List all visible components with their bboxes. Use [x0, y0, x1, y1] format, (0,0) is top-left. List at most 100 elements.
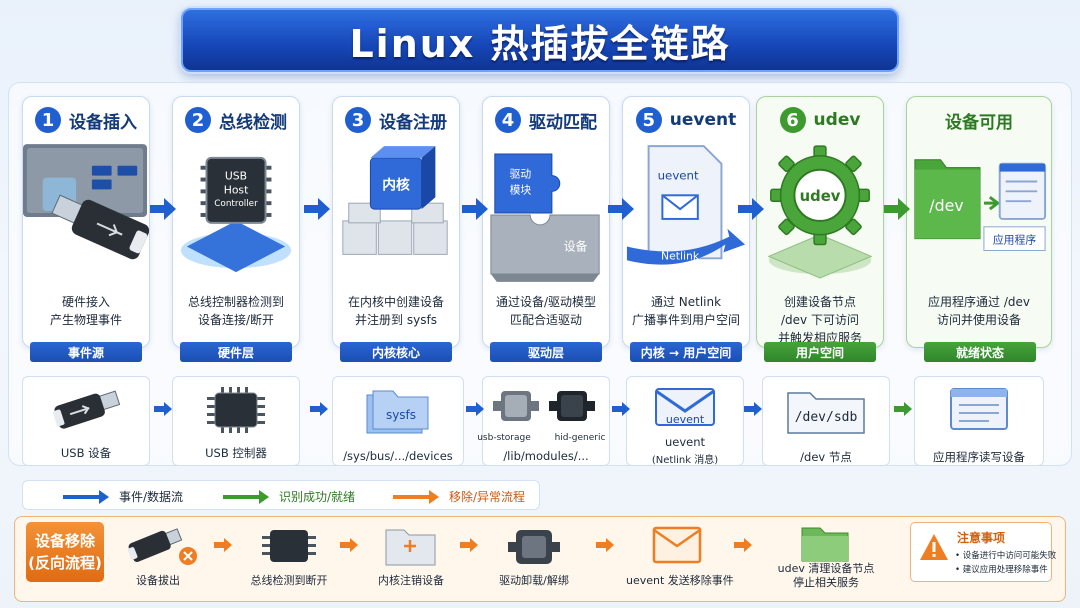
component-label: 应用程序读写设备	[933, 450, 1025, 464]
stage-tag-driver: 驱动层	[490, 342, 602, 362]
component-uevent: uevent uevent (Netlink 消息)	[626, 376, 744, 466]
legend-item-success: 识别成功/就绪	[223, 488, 355, 505]
chip-icon	[262, 530, 316, 562]
removal-step-label: 驱动卸载/解绑	[499, 574, 569, 587]
chip-label-line-1: USB	[225, 170, 247, 183]
legend-item-flow: 事件/数据流	[63, 488, 183, 505]
stage-title: uevent	[669, 110, 737, 130]
step-number: 3	[345, 107, 371, 133]
document-label: uevent	[658, 169, 699, 183]
title-banner: Linux 热插拔全链路	[181, 8, 899, 72]
step-number: 5	[635, 107, 662, 133]
component-label: USB 设备	[60, 446, 112, 460]
stage-tag-user-space: 用户空间	[764, 342, 876, 362]
component-usb-controller: USB 控制器	[172, 376, 300, 466]
removal-step-label: udev 清理设备节点停止相关服务	[777, 562, 875, 589]
removal-step-label: uevent 发送移除事件	[626, 574, 734, 587]
usb-plug-illustration	[23, 144, 149, 260]
stage-description: 硬件接入产生物理事件	[49, 295, 122, 327]
usb-stick-icon	[52, 390, 121, 429]
notice-list: • 设备进行中访问可能失败 • 建议应用处理移除事件	[955, 551, 1057, 575]
flow-arrow-icon	[304, 198, 330, 220]
envelope-icon: uevent	[655, 388, 715, 426]
module-name: hid-generic	[554, 433, 606, 443]
page-title: Linux 热插拔全链路	[349, 21, 731, 66]
orange-arrow-icon	[734, 538, 752, 552]
flow-arrow-icon	[310, 402, 328, 416]
puzzle-match-illustration: 设备 驱动 模块	[490, 153, 600, 282]
app-label: 应用程序	[993, 233, 1036, 247]
module-name: usb-storage	[477, 433, 531, 443]
stage-description: 总线控制器检测到设备连接/断开	[187, 295, 284, 327]
gear-label: udev	[800, 188, 841, 205]
component-app-io: 应用程序读写设备	[914, 376, 1044, 466]
chip-label-line-3: Controller	[214, 199, 258, 209]
stage-udev: 6 udev udev 创建设备节点/dev 下可访问并触发相应服务	[756, 96, 884, 348]
component-label: /lib/modules/...	[503, 449, 589, 463]
stage-title: udev	[813, 110, 861, 130]
step-number: 4	[495, 107, 521, 133]
stage-tag-ready: 就绪状态	[924, 342, 1036, 362]
orange-arrow-icon	[393, 489, 439, 504]
legend: 事件/数据流 识别成功/就绪 移除/异常流程	[22, 480, 540, 510]
envelope-icon	[652, 526, 702, 564]
notice-box: 注意事项 • 设备进行中访问可能失败 • 建议应用处理移除事件	[910, 522, 1056, 582]
app-window-icon	[950, 388, 1008, 430]
stage-title: 设备插入	[69, 112, 137, 133]
stage-title: 设备可用	[945, 112, 1013, 133]
chip-label-line-2: Host	[224, 183, 249, 196]
component-dev-node: /dev/sdb /dev 节点	[762, 376, 890, 466]
envelope-label: uevent	[666, 413, 705, 426]
flow-arrow-icon	[744, 402, 762, 416]
step-number: 6	[779, 107, 806, 133]
stage-description: 通过设备/驱动模型匹配合适驱动	[495, 295, 597, 327]
stage-device-register: 3 设备注册 内核 在内核中创建设备并注册到 sysfs	[332, 96, 460, 348]
udev-gear-illustration: udev	[767, 145, 873, 279]
puzzle-driver-label-2: 模块	[510, 183, 532, 196]
flow-arrow-icon	[608, 198, 634, 220]
flow-arrow-icon	[154, 402, 172, 416]
flow-arrow-icon	[894, 402, 912, 416]
stage-title: 驱动匹配	[529, 112, 597, 133]
removal-step-label: 内核注销设备	[378, 574, 444, 587]
removal-step-label: 总线检测到断开	[250, 574, 328, 587]
cube-label: 内核	[382, 176, 410, 193]
green-arrow-icon	[223, 489, 269, 504]
flow-arrow-icon	[884, 198, 910, 220]
component-sublabel: (Netlink 消息)	[651, 455, 719, 466]
usb-unplug-icon	[127, 528, 197, 565]
flow-arrow-icon	[612, 402, 630, 416]
folder-icon	[801, 527, 849, 562]
stage-title: 总线检测	[219, 112, 287, 133]
orange-arrow-icon	[596, 538, 614, 552]
puzzle-device-label: 设备	[564, 239, 588, 253]
stage-device-insert: 1 设备插入 硬件接入产生物理事件	[22, 96, 150, 348]
notice-title: 注意事项	[957, 531, 1006, 545]
dev-folder-label: /dev	[929, 196, 963, 215]
orange-arrow-icon	[340, 538, 358, 552]
stage-tag-kernel-to-user: 内核 → 用户空间	[630, 342, 742, 362]
component-sysfs: sysfs /sys/bus/.../devices	[332, 376, 464, 466]
legend-item-removal: 移除/异常流程	[393, 488, 525, 505]
stage-tag-hardware: 硬件层	[180, 342, 292, 362]
stage-tag-event-source: 事件源	[30, 342, 142, 362]
component-label: USB 控制器	[205, 446, 267, 460]
flow-arrow-icon	[738, 198, 764, 220]
uevent-envelope-illustration: uevent Netlink	[626, 145, 746, 265]
stage-bus-detect: 2 总线检测 USB Host Controller 总线控制器检测到设备连接/…	[172, 96, 300, 348]
usb-host-controller-chip: USB Host Controller	[180, 156, 292, 273]
netlink-arrow-label: Netlink	[661, 249, 700, 262]
folder-icon: sysfs	[366, 390, 429, 434]
chip-icon	[207, 387, 265, 433]
step-number: 2	[185, 107, 211, 133]
stage-title: 设备注册	[379, 112, 447, 133]
orange-arrow-icon	[214, 538, 232, 552]
dev-ready-illustration: /dev 应用程序	[914, 159, 1047, 251]
puzzle-driver-label-1: 驱动	[510, 168, 532, 181]
removal-step-label: 设备拔出	[136, 574, 180, 587]
module-blocks-icon	[493, 391, 595, 421]
flow-arrow-icon	[150, 198, 176, 220]
stage-driver-match: 4 驱动匹配 设备 驱动 模块 通过设备/驱动模型匹配合适驱动	[482, 96, 610, 348]
